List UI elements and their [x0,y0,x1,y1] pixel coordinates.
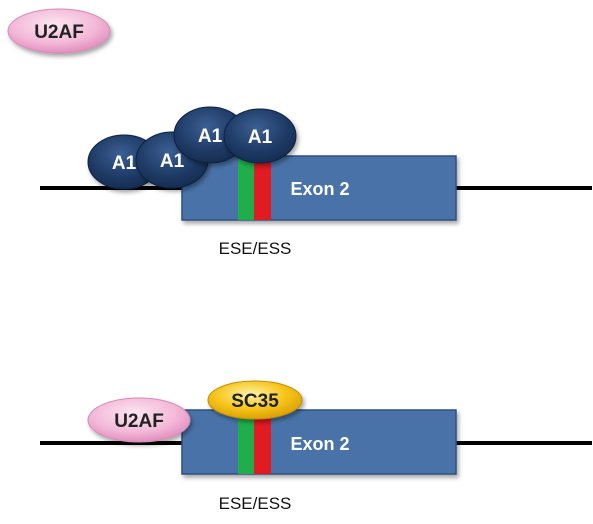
exon-label-bottom: Exon 2 [290,434,349,454]
ess-stripe-bottom [254,410,271,474]
ese-stripe-bottom [238,410,254,474]
a1-label: A1 [160,151,185,172]
a1-label: A1 [198,126,223,147]
u2af-bound: U2AF [87,397,191,443]
panel-bottom: Exon 2 U2AF SC35 ESE/ESS [40,380,592,513]
u2af-label: U2AF [34,22,84,43]
ess-stripe-top [254,156,271,220]
a1-label: A1 [248,127,273,148]
site-label-top: ESE/ESS [219,239,292,258]
ese-stripe-top [238,156,254,220]
exon-box-top [181,155,457,221]
sc35-label: SC35 [231,391,279,412]
a1-label: A1 [112,153,137,174]
panel-top: U2AF Exon 2 A1 A1 A1 A1 ESE/ESS [7,8,592,258]
a1-protein-4: A1 [223,108,297,164]
u2af-label: U2AF [114,411,164,432]
sc35-protein: SC35 [207,380,303,420]
site-label-bottom: ESE/ESS [219,494,292,513]
u2af-free: U2AF [7,8,111,54]
exon-box-bottom [181,409,457,475]
exon-label-top: Exon 2 [290,179,349,199]
